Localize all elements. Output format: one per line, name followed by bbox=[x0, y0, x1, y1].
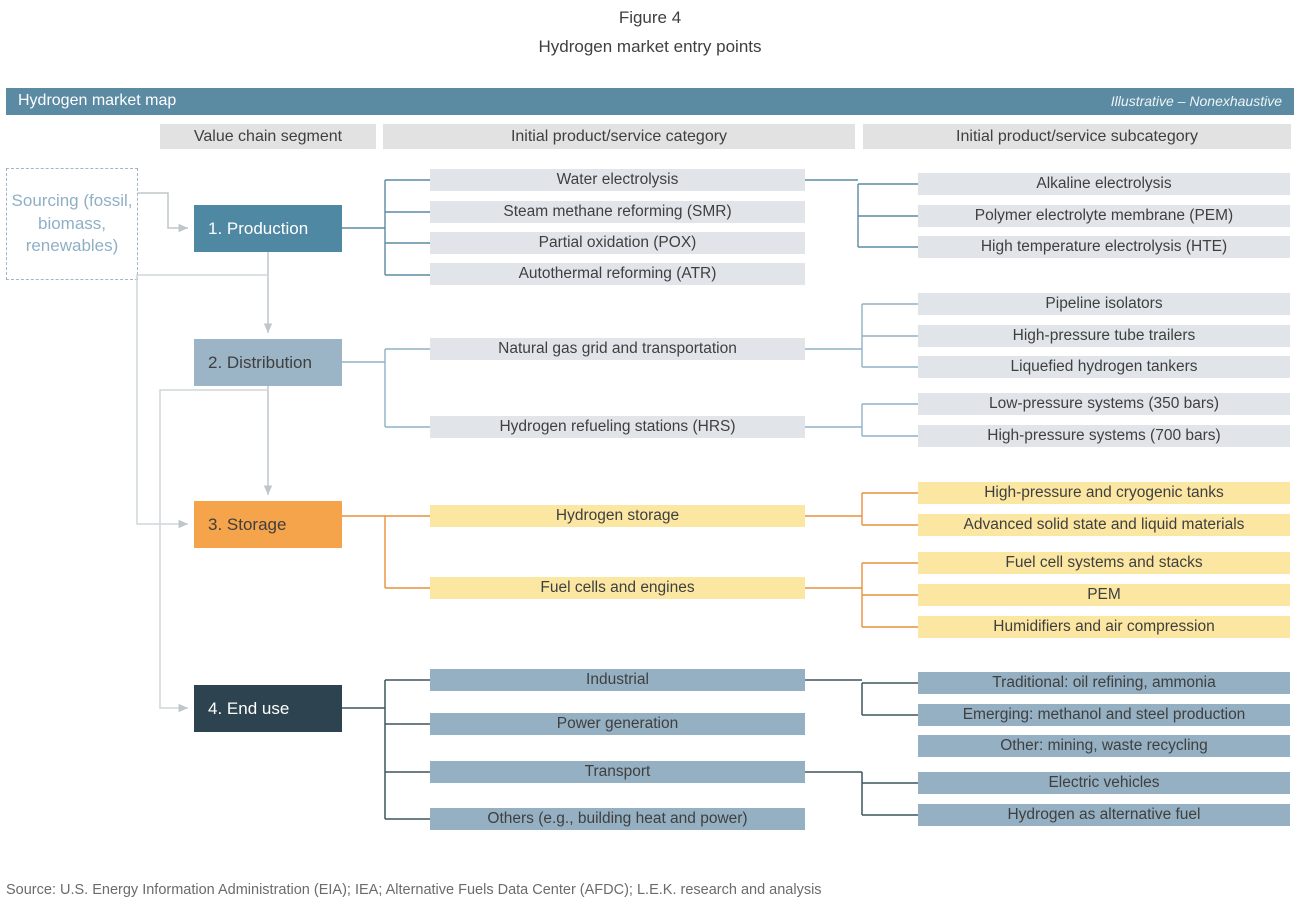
banner-note: Illustrative – Nonexhaustive bbox=[1110, 93, 1282, 109]
subcategory-bar[interactable]: Advanced solid state and liquid material… bbox=[918, 514, 1290, 536]
end-use-connectors bbox=[342, 679, 918, 820]
column-header-value-chain-segment: Value chain segment bbox=[160, 124, 376, 149]
subcategory-bar[interactable]: Pipeline isolators bbox=[918, 293, 1290, 315]
source-note: Source: U.S. Energy Information Administ… bbox=[6, 882, 822, 898]
stage-box-production[interactable]: 1. Production bbox=[194, 205, 342, 252]
category-bar[interactable]: Fuel cells and engines bbox=[430, 577, 805, 599]
subcategory-bar[interactable]: PEM bbox=[918, 584, 1290, 606]
subcategory-bar[interactable]: Alkaline electrolysis bbox=[918, 173, 1290, 195]
category-bar[interactable]: Steam methane reforming (SMR) bbox=[430, 201, 805, 223]
sourcing-box: Sourcing (fossil, biomass, renewables) bbox=[6, 168, 138, 280]
column-header-product-category: Initial product/service category bbox=[383, 124, 855, 149]
category-bar[interactable]: Hydrogen refueling stations (HRS) bbox=[430, 416, 805, 438]
banner-title: Hydrogen market map bbox=[18, 92, 177, 109]
subcategory-bar[interactable]: Traditional: oil refining, ammonia bbox=[918, 672, 1290, 694]
subcategory-bar[interactable]: Electric vehicles bbox=[918, 772, 1290, 794]
stage-flow-arrows bbox=[136, 192, 273, 713]
subcategory-bar[interactable]: High-pressure tube trailers bbox=[918, 325, 1290, 347]
category-bar[interactable]: Hydrogen storage bbox=[430, 505, 805, 527]
stage-box-end-use[interactable]: 4. End use bbox=[194, 685, 342, 732]
production-connectors bbox=[342, 179, 918, 276]
category-bar[interactable]: Others (e.g., building heat and power) bbox=[430, 808, 805, 830]
market-map-banner: Hydrogen market map Illustrative – Nonex… bbox=[6, 88, 1294, 115]
figure-number: Figure 4 bbox=[618, 8, 682, 27]
column-header-product-subcategory: Initial product/service subcategory bbox=[863, 124, 1291, 149]
figure-subtitle: Hydrogen market entry points bbox=[538, 37, 762, 56]
category-bar[interactable]: Industrial bbox=[430, 669, 805, 691]
subcategory-bar[interactable]: Hydrogen as alternative fuel bbox=[918, 804, 1290, 826]
subcategory-bar[interactable]: High temperature electrolysis (HTE) bbox=[918, 236, 1290, 258]
subcategory-bar[interactable]: High-pressure and cryogenic tanks bbox=[918, 482, 1290, 504]
category-bar[interactable]: Autothermal reforming (ATR) bbox=[430, 263, 805, 285]
subcategory-bar[interactable]: Polymer electrolyte membrane (PEM) bbox=[918, 205, 1290, 227]
subcategory-bar[interactable]: High-pressure systems (700 bars) bbox=[918, 425, 1290, 447]
category-bar[interactable]: Natural gas grid and transportation bbox=[430, 338, 805, 360]
category-bar[interactable]: Partial oxidation (POX) bbox=[430, 232, 805, 254]
subcategory-bar[interactable]: Low-pressure systems (350 bars) bbox=[918, 393, 1290, 415]
subcategory-bar[interactable]: Liquefied hydrogen tankers bbox=[918, 356, 1290, 378]
subcategory-bar[interactable]: Humidifiers and air compression bbox=[918, 616, 1290, 638]
category-bar[interactable]: Transport bbox=[430, 761, 805, 783]
subcategory-bar[interactable]: Other: mining, waste recycling bbox=[918, 735, 1290, 757]
category-bar[interactable]: Power generation bbox=[430, 713, 805, 735]
category-bar[interactable]: Water electrolysis bbox=[430, 169, 805, 191]
subcategory-bar[interactable]: Fuel cell systems and stacks bbox=[918, 552, 1290, 574]
stage-box-storage[interactable]: 3. Storage bbox=[194, 501, 342, 548]
subcategory-bar[interactable]: Emerging: methanol and steel production bbox=[918, 704, 1290, 726]
stage-box-distribution[interactable]: 2. Distribution bbox=[194, 339, 342, 386]
